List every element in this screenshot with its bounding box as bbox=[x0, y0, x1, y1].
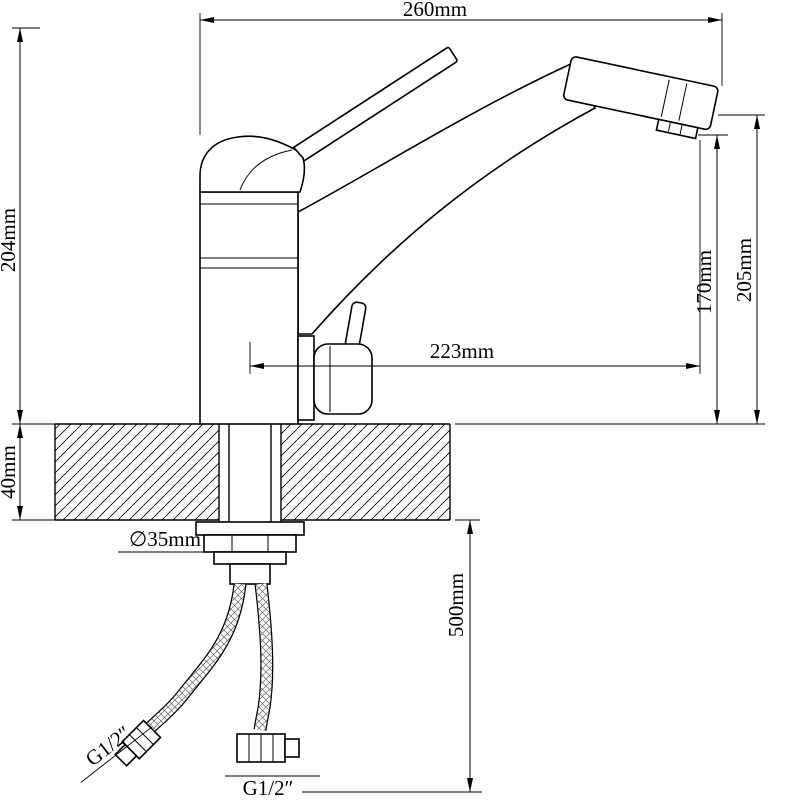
dim-hose-length-label: 500mm bbox=[444, 573, 468, 637]
thread-label-right: G1/2″ bbox=[225, 775, 320, 800]
cap-seam bbox=[239, 149, 293, 191]
dim-spout-reach-label: 223mm bbox=[430, 339, 494, 363]
dim-top-width-extensions bbox=[199, 13, 723, 135]
mount-plate bbox=[213, 551, 287, 565]
dim-counter-thickness: 40mm bbox=[0, 423, 56, 521]
hose-right bbox=[253, 583, 274, 731]
fitting-right-tip bbox=[284, 738, 300, 758]
spout-arm bbox=[297, 60, 597, 335]
dim-spout-outlet-label: 170mm bbox=[692, 250, 716, 314]
locknut-facets bbox=[231, 535, 269, 552]
spout-head-seams bbox=[660, 79, 688, 121]
fitting-right-facets bbox=[248, 734, 274, 762]
countertop-side-edges bbox=[54, 424, 451, 520]
hose-left-outline bbox=[145, 583, 247, 733]
body-seams bbox=[200, 203, 298, 269]
spout-head bbox=[562, 56, 719, 140]
dim-hose-length-extensions bbox=[302, 519, 482, 793]
dim-hose-length: 500mm bbox=[302, 519, 482, 793]
dim-left-height: 204mm bbox=[0, 27, 40, 424]
hose-left-core bbox=[146, 583, 246, 732]
hose-left-braid bbox=[146, 583, 246, 732]
dim-right-height-label: 205mm bbox=[732, 238, 756, 302]
dim-counter-thickness-label: 40mm bbox=[0, 445, 20, 499]
fitting-left-facets bbox=[129, 727, 154, 752]
threaded-shank bbox=[218, 424, 282, 522]
fitting-right bbox=[236, 733, 300, 763]
dim-spout-reach: 223mm bbox=[249, 140, 701, 374]
faucet-body bbox=[199, 191, 299, 425]
spout-outlet bbox=[655, 118, 699, 140]
side-lever-stick bbox=[344, 301, 367, 350]
fitting-left-tip bbox=[114, 743, 138, 767]
countertop-hatch-right bbox=[281, 424, 450, 520]
thread-label-left-leader bbox=[80, 726, 153, 783]
dim-spout-outlet-height: 170mm bbox=[692, 134, 728, 424]
dim-right-height: 205mm bbox=[455, 114, 765, 425]
body-cap bbox=[199, 135, 306, 193]
hose-right-braid bbox=[254, 583, 273, 731]
side-lever bbox=[344, 301, 367, 350]
aerator-lines bbox=[667, 122, 683, 135]
thread-label-right-text: G1/2″ bbox=[243, 776, 294, 800]
hose-manifold bbox=[229, 563, 271, 585]
dim-top-width: 260mm bbox=[199, 0, 723, 135]
fitting-left bbox=[114, 719, 162, 767]
dim-hole-diameter-label: ∅35mm bbox=[129, 527, 201, 551]
side-knob bbox=[313, 343, 373, 415]
mount-washer bbox=[195, 521, 305, 536]
mount-locknut bbox=[203, 534, 297, 553]
countertop bbox=[54, 423, 451, 521]
hose-left bbox=[145, 583, 247, 733]
countertop-hatch-left bbox=[55, 424, 219, 520]
spout-head-body bbox=[562, 56, 719, 131]
dim-left-height-label: 204mm bbox=[0, 208, 20, 272]
dim-hole-diameter: ∅35mm bbox=[118, 527, 214, 553]
side-knob-collar bbox=[297, 335, 315, 421]
dim-top-width-label: 260mm bbox=[403, 0, 467, 21]
